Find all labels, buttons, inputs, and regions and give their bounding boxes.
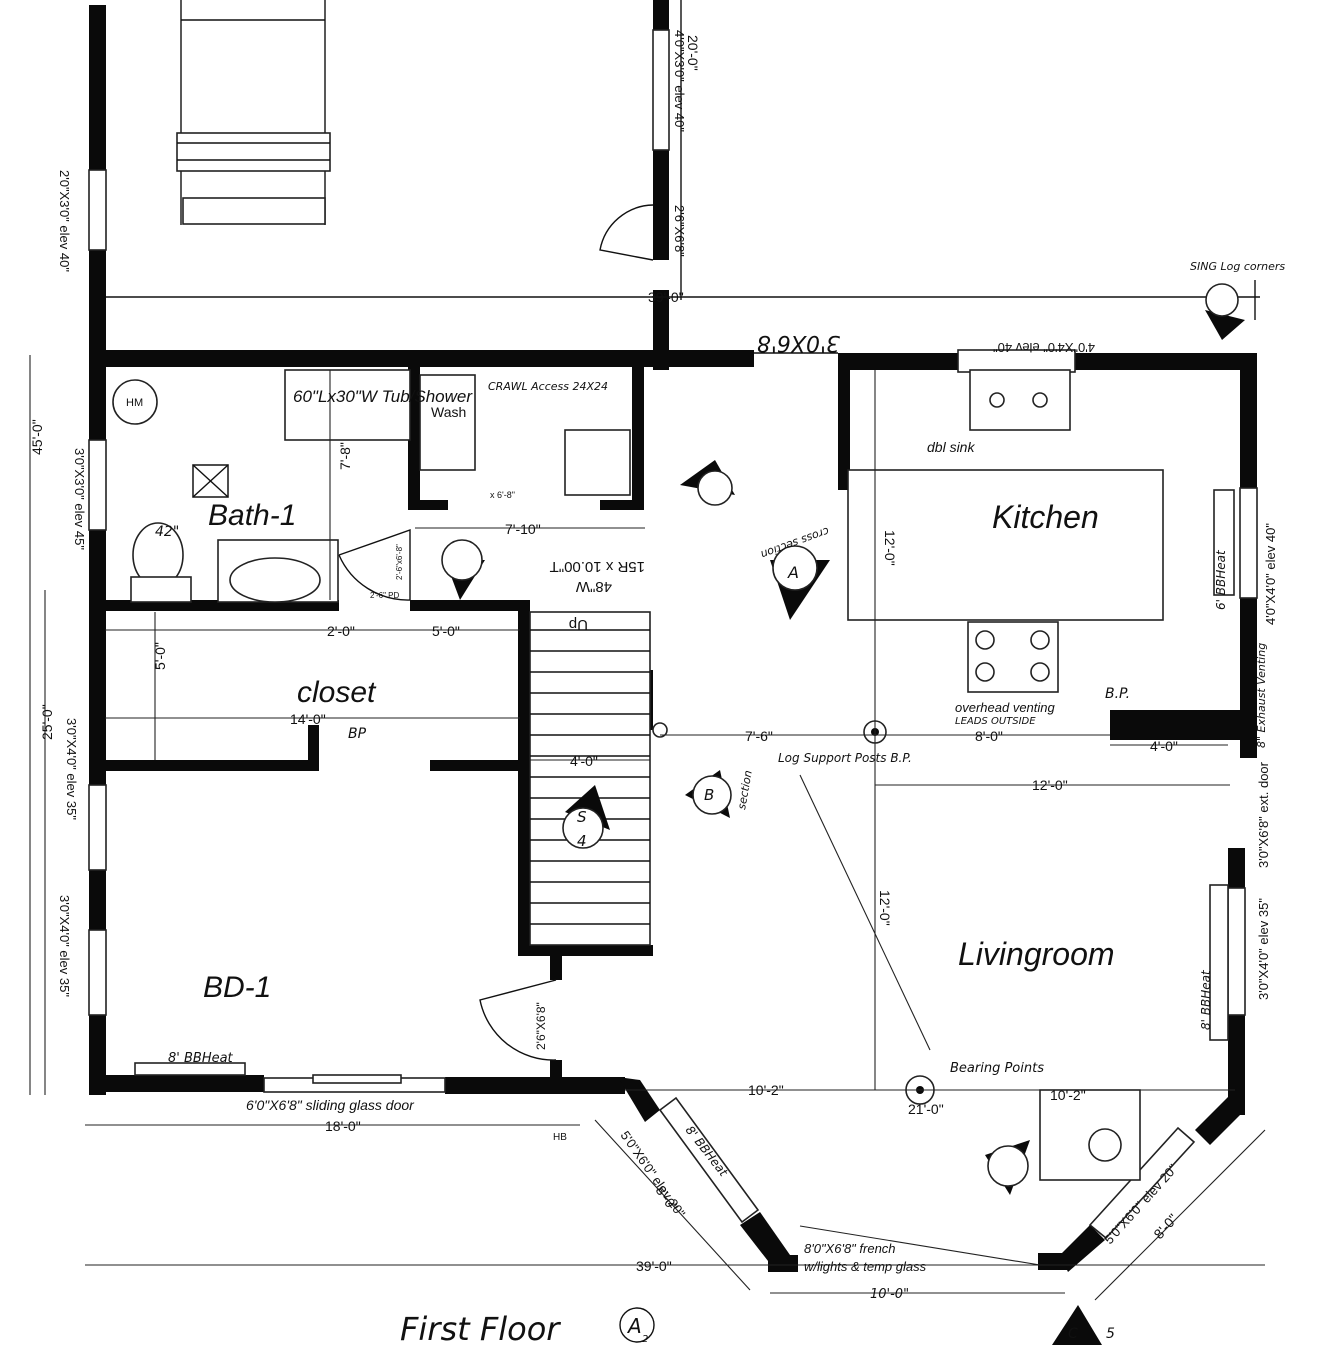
venting-label: overhead venting bbox=[955, 700, 1056, 715]
dim-12-0-v-bot: 12'-0" bbox=[877, 890, 893, 926]
fixtures bbox=[112, 369, 1164, 1181]
dim-7-10: 7'-10" bbox=[505, 521, 541, 537]
section-markers bbox=[441, 283, 1245, 1345]
dim-7-6: 7'-6" bbox=[745, 728, 773, 744]
window-label-top-wall: 4'0"X4'0" elev 40" bbox=[993, 340, 1095, 355]
dim-7-8: 7'-8" bbox=[337, 442, 353, 470]
bp-label-closet: BP bbox=[348, 726, 367, 742]
window-label-left-closet: 3'0"X4'0" elev 35" bbox=[64, 718, 79, 820]
dim-12-0-h: 12'-0" bbox=[1032, 777, 1068, 793]
room-label-livingroom: Livingroom bbox=[958, 936, 1115, 972]
dim-39-top: 39'-0" bbox=[648, 289, 684, 305]
marker-c-letter: C bbox=[1068, 1326, 1078, 1342]
door-label-top: 3'0X6'8 bbox=[757, 330, 840, 355]
window-label-upper: 4'0"X3'0" elev 40" bbox=[672, 30, 687, 132]
stair-risers-label: 15R x 10.00"T bbox=[550, 558, 645, 575]
sink-label: dbl sink bbox=[927, 439, 975, 455]
marker-5-letter: 5 bbox=[1106, 1326, 1115, 1342]
bbheat-livingroom-label: 8' BBHeat bbox=[1199, 969, 1213, 1030]
marker-s-letter: S bbox=[577, 808, 587, 826]
dim-5-0-v: 5'-0" bbox=[152, 642, 168, 670]
dim-21-0: 21'-0" bbox=[908, 1101, 944, 1117]
marker-a-letter: A bbox=[787, 563, 799, 582]
dim-4-0-stair: 4'-0" bbox=[570, 753, 598, 769]
french-door-label-2: w/lights & temp glass bbox=[804, 1259, 927, 1274]
wash-label: Wash bbox=[431, 404, 466, 420]
sliding-door-label: 6'0"X6'8" sliding glass door bbox=[246, 1097, 415, 1113]
room-label-closet: closet bbox=[297, 676, 377, 709]
window-label-right-lr: 3'0"X4'0" elev 35" bbox=[1256, 898, 1271, 1000]
venting-label-2: LEADS OUTSIDE bbox=[955, 716, 1036, 727]
tub-label: 60"Lx30"W Tub/Shower bbox=[293, 387, 473, 406]
sing-log-label: SING Log corners bbox=[1190, 260, 1285, 273]
dim-14-0: 14'-0" bbox=[290, 711, 326, 727]
exterior-walls bbox=[89, 0, 1257, 1272]
hb-label: HB bbox=[553, 1132, 567, 1143]
bp-label-kitchen: B.P. bbox=[1105, 686, 1130, 702]
stair-up-label: Up bbox=[569, 616, 588, 633]
hm-label: HM bbox=[126, 397, 143, 409]
porch-lines bbox=[106, 0, 1260, 320]
dim-45: 45'-0" bbox=[29, 419, 45, 455]
dim-5-0-h: 5'-0" bbox=[432, 623, 460, 639]
room-label-kitchen: Kitchen bbox=[992, 499, 1099, 535]
dim-4-0-entry: 4'-0" bbox=[1150, 738, 1178, 754]
dim-18-0: 18'-0" bbox=[325, 1118, 361, 1134]
staircase bbox=[529, 611, 651, 946]
stair-width-label: 48"W bbox=[575, 578, 612, 595]
bearing-label: Bearing Points bbox=[950, 1061, 1044, 1076]
marker-section-label: section bbox=[735, 769, 755, 810]
dim-10-2-left: 10'-2" bbox=[748, 1082, 784, 1098]
bbheat-bedroom-label: 8' BBHeat bbox=[168, 1051, 234, 1066]
bbheat-kitchen-label: 6' BBHeat bbox=[1214, 549, 1228, 610]
wash-door-label: x 6'-8" bbox=[490, 490, 515, 500]
exhaust-label: 8" Exhaust Venting bbox=[1255, 643, 1268, 748]
door-label-right-ext: 3'0"X6'8" ext. door bbox=[1256, 761, 1271, 868]
dim-2-0: 2'-0" bbox=[327, 623, 355, 639]
window-label-right-kitchen: 4'0"X4'0" elev 40" bbox=[1263, 523, 1278, 625]
plan-title-mark-sub: 2 bbox=[642, 1334, 648, 1345]
room-label-bedroom: BD-1 bbox=[203, 971, 271, 1004]
marker-4-letter: 4 bbox=[577, 832, 587, 850]
seat-label: 42" bbox=[155, 524, 179, 540]
bath-door-label: 2'-6"x6'-8" bbox=[395, 544, 404, 580]
crawl-label: CRAWL Access 24X24 bbox=[488, 380, 608, 393]
marker-b-letter: B bbox=[704, 786, 714, 804]
door-label-upper: 2'6"X6'8" bbox=[672, 205, 687, 257]
door-label-stair: 2'6"X6'8" bbox=[534, 1002, 548, 1050]
dim-8-0-bay-right: 8'-0" bbox=[1150, 1211, 1181, 1242]
tub-label-text: 60"Lx30"W Tub/Shower bbox=[293, 387, 473, 406]
interior-walls bbox=[89, 365, 653, 1090]
window-label-left-bd: 3'0"X4'0" elev 35" bbox=[57, 895, 72, 997]
dim-10-0: 10'-0" bbox=[870, 1287, 909, 1302]
french-door-label: 8'0"X6'8" french bbox=[804, 1241, 896, 1256]
dim-25: 25'-0" bbox=[39, 704, 55, 740]
dim-20: 20'-0" bbox=[685, 35, 701, 71]
pocket-door-label: 2'-6" PD bbox=[370, 591, 399, 600]
room-label-bath: Bath-1 bbox=[208, 499, 296, 532]
dim-8-0-kitchen: 8'-0" bbox=[975, 728, 1003, 744]
log-posts-label: Log Support Posts B.P. bbox=[778, 751, 912, 765]
dim-10-2-right: 10'-2" bbox=[1050, 1087, 1086, 1103]
door-swings bbox=[338, 204, 838, 1061]
window-label-left-bath: 3'0"X3'0" elev 45" bbox=[72, 448, 87, 550]
plan-title: First Floor bbox=[400, 1310, 561, 1345]
window-label-left-top: 2'0"X3'0" elev 40" bbox=[57, 170, 72, 272]
windows bbox=[88, 29, 1258, 1240]
dim-12-0-v-top: 12'-0" bbox=[882, 530, 898, 566]
dimension-lines bbox=[29, 355, 1266, 1301]
dim-39-bottom: 39'-0" bbox=[636, 1258, 672, 1274]
plan-title-mark: A bbox=[626, 1314, 642, 1338]
